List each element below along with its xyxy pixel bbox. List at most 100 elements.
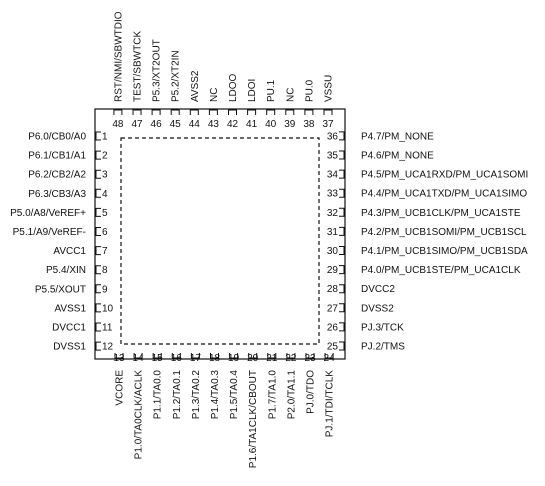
pin-name-right: P4.5/PM_UCA1RXD/PM_UCA1SOMI [361, 170, 528, 181]
pin-lead-left [95, 265, 101, 275]
pin-name-left: P5.1/A9/VeREF- [13, 227, 86, 238]
pin-number-right: 28 [327, 284, 339, 295]
pin-name-bottom: PJ.0/TDO [306, 370, 317, 414]
pin-lead-right [339, 265, 345, 275]
pin-name-right: P4.1/PM_UCB1SIMO/PM_UCB1SDA [361, 246, 528, 257]
pin-lead-left [95, 188, 101, 198]
pin-lead-left [95, 246, 101, 256]
pin-lead-bottom [229, 353, 239, 359]
pin-name-right: P4.7/PM_NONE [361, 131, 434, 142]
pin-number-left: 10 [102, 303, 114, 314]
pin-lead-left [95, 207, 101, 217]
pin-number-left: 2 [102, 151, 108, 162]
pin-number-right: 35 [327, 151, 339, 162]
pin-number-bottom: 18 [209, 353, 221, 364]
pin-name-bottom: P2.0/TA1.1 [286, 370, 297, 420]
pin-number-left: 4 [102, 189, 108, 200]
pin-lead-right [339, 188, 345, 198]
pin-lead-left [95, 150, 101, 160]
pin-lead-top [323, 109, 333, 115]
pin-number-top: 39 [284, 119, 296, 130]
pin-name-right: P4.6/PM_NONE [361, 151, 434, 162]
pin-lead-right [339, 246, 345, 255]
pin-number-right: 29 [327, 265, 339, 276]
pin-name-left: P6.2/CB2/A2 [28, 170, 86, 181]
pin-number-left: 11 [102, 323, 113, 334]
pin-name-top: RST/NMI/SBWTDIO [113, 11, 124, 102]
pin-number-left: 8 [102, 265, 108, 276]
pin-layer: 1P6.0/CB0/A02P6.1/CB1/A13P6.2/CB2/A24P6.… [10, 11, 528, 468]
pin-lead-right [339, 284, 345, 294]
pin-name-bottom: P1.6/TA1CLK/CBOUT [248, 370, 259, 468]
pin-lead-right [339, 131, 345, 141]
pin-name-bottom: P1.4/TA0.3 [210, 370, 221, 420]
pin-name-left: P5.0/A8/VeREF+ [10, 208, 86, 219]
pin-name-left: DVSS1 [53, 342, 86, 353]
pin-lead-top [151, 109, 161, 115]
pin-lead-bottom [171, 353, 181, 359]
pin-lead-bottom [248, 353, 258, 359]
pin-name-top: VSSU [324, 75, 335, 102]
pin-lead-top [247, 109, 257, 115]
pin-name-right: P4.0/PM_UCB1STE/PM_UCA1CLK [361, 265, 521, 276]
pin-number-right: 25 [327, 342, 339, 353]
pin-name-top: LDOI [247, 79, 258, 102]
pin-name-left: DVCC1 [52, 323, 86, 334]
pin-name-bottom: P1.2/TA0.1 [172, 370, 183, 420]
pin-name-top: P5.2/XT2IN [171, 50, 182, 102]
pin-number-right: 32 [327, 208, 339, 219]
pin-name-right: DVSS2 [361, 303, 394, 314]
pin-number-bottom: 24 [324, 353, 336, 364]
pin-lead-right [339, 303, 345, 313]
pin-number-left: 3 [102, 170, 108, 181]
pin-lead-top [132, 109, 142, 115]
pin-number-left: 5 [102, 208, 108, 219]
pin-number-right: 27 [327, 303, 339, 314]
pin-name-right: PJ.2/TMS [361, 342, 405, 353]
package-outline [94, 108, 346, 360]
pin-lead-right [339, 322, 345, 332]
pin-number-bottom: 22 [285, 353, 297, 364]
pin-name-left: P6.0/CB0/A0 [28, 132, 86, 143]
pin-number-bottom: 19 [228, 353, 240, 364]
pin-number-top: 45 [170, 119, 182, 130]
pin-number-right: 31 [327, 227, 339, 238]
pin-name-top: PU.0 [304, 79, 315, 102]
pin-number-top: 37 [322, 119, 334, 130]
pin-number-left: 9 [102, 284, 108, 295]
pin-lead-bottom [114, 353, 124, 359]
pin-number-bottom: 20 [247, 353, 259, 364]
pin-name-top: NC [285, 88, 296, 102]
pin-number-top: 38 [303, 119, 315, 130]
pin-name-left: AVCC1 [53, 246, 86, 257]
pin-lead-top [285, 109, 295, 115]
pin-number-top: 46 [151, 119, 163, 130]
pin-number-top: 47 [131, 119, 143, 130]
pin-lead-left [95, 169, 101, 179]
pin-lead-top [266, 109, 276, 115]
pin-name-right: P4.2/PM_UCB1SOMI/PM_UCB1SCL [361, 227, 527, 238]
pin-name-bottom: P1.7/TA1.0 [267, 370, 278, 420]
pin-name-bottom: P1.0/TA0CLK/ACLK [134, 370, 145, 460]
pin-lead-top [113, 109, 123, 115]
pin-lead-right [339, 150, 345, 160]
pin-lead-right [339, 341, 345, 351]
pin-lead-bottom [267, 353, 277, 359]
pin-number-bottom: 23 [304, 353, 316, 364]
pin-lead-left [95, 227, 101, 236]
pin-number-left: 1 [102, 132, 108, 143]
pin-lead-top [189, 109, 199, 115]
pin-number-top: 42 [227, 119, 239, 130]
pin-name-right: P4.3/PM_UCB1CLK/PM_UCA1STE [361, 208, 521, 219]
pin-number-right: 33 [327, 189, 339, 200]
pin-lead-bottom [152, 353, 162, 359]
pin-name-bottom: P1.1/TA0.0 [153, 370, 164, 420]
pin-number-bottom: 16 [171, 353, 183, 364]
pin-lead-top [304, 109, 314, 115]
pin-name-bottom: P1.5/TA0.4 [229, 370, 240, 420]
pin-name-top: LDOO [228, 73, 239, 102]
pin-lead-left [95, 322, 101, 332]
pin-name-left: P6.1/CB1/A1 [28, 151, 86, 162]
pin-name-bottom: PJ.1/TDI/TCLK [325, 370, 336, 438]
